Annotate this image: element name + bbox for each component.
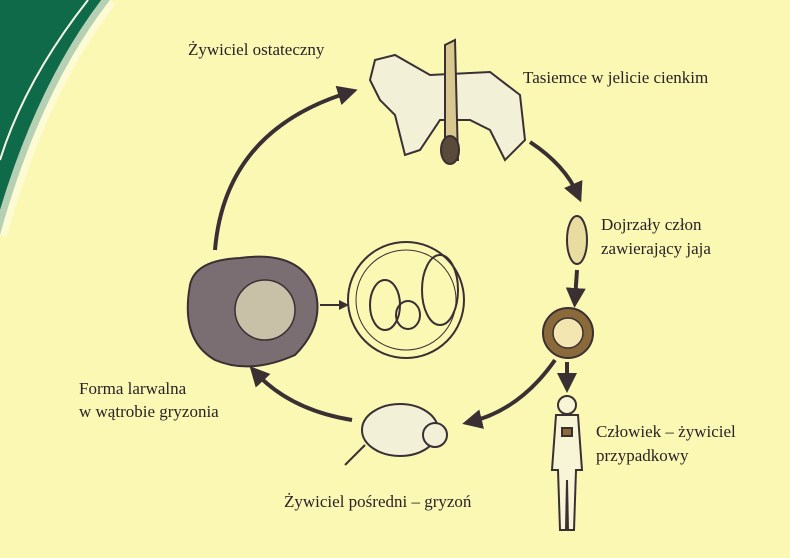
- arrow-rodent-to-liver: [249, 366, 353, 422]
- label-tapeworms: Tasiemce w jelicie cienkim: [523, 68, 709, 87]
- arrow-liver-to-fox: [213, 85, 358, 251]
- label-segment-2: zawierający jaja: [601, 239, 711, 258]
- label-larval-2: w wątrobie gryzonia: [79, 402, 219, 421]
- liver-cyst: [234, 279, 296, 341]
- human-illustration: [550, 395, 584, 531]
- corner-band: [0, 0, 116, 237]
- label-larval-1: Forma larwalna: [79, 379, 187, 398]
- label-definitive-host: Żywiciel ostateczny: [188, 40, 325, 59]
- arrow-segment-to-egg: [565, 269, 586, 308]
- arrow-fox-to-segment: [528, 140, 583, 203]
- egg-illustration: [542, 307, 594, 359]
- arrow-egg-to-rodent: [462, 358, 557, 429]
- fox-illustration: [368, 38, 527, 165]
- label-human-1: Człowiek – żywiciel: [596, 422, 736, 441]
- rodent-illustration: [344, 403, 448, 466]
- hydatid-cyst-illustration: [347, 241, 465, 359]
- label-human-2: przypadkowy: [596, 446, 689, 465]
- label-intermediate-host: Żywiciel pośredni – gryzoń: [284, 492, 472, 511]
- label-segment-1: Dojrzały człon: [601, 215, 702, 234]
- mature-segment: [566, 215, 588, 265]
